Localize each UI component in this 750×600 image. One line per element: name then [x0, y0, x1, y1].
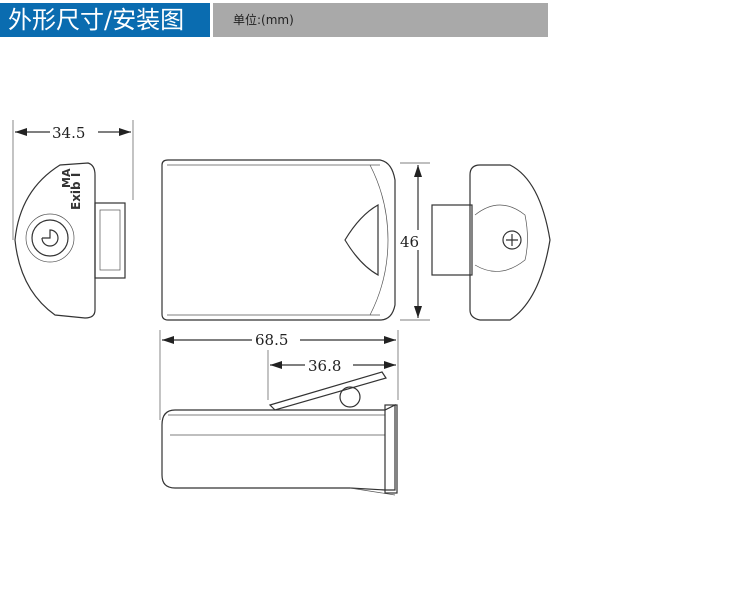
clip-dimension: 36.8 — [308, 357, 341, 375]
side-view: 34.5 Exib I MA — [12, 120, 134, 319]
front-view: 46 — [161, 159, 430, 321]
ma-marking: MA — [60, 168, 73, 188]
page-title: 外形尺寸/安装图 — [0, 3, 210, 37]
exib-marking: Exib I — [69, 173, 83, 210]
unit-label: 单位:(mm) — [213, 3, 548, 37]
top-view: 68.5 36.8 — [159, 330, 399, 496]
length-dimension: 68.5 — [255, 331, 288, 349]
height-dimension: 46 — [400, 233, 419, 251]
end-view — [431, 164, 551, 321]
width-dimension: 34.5 — [52, 124, 85, 142]
